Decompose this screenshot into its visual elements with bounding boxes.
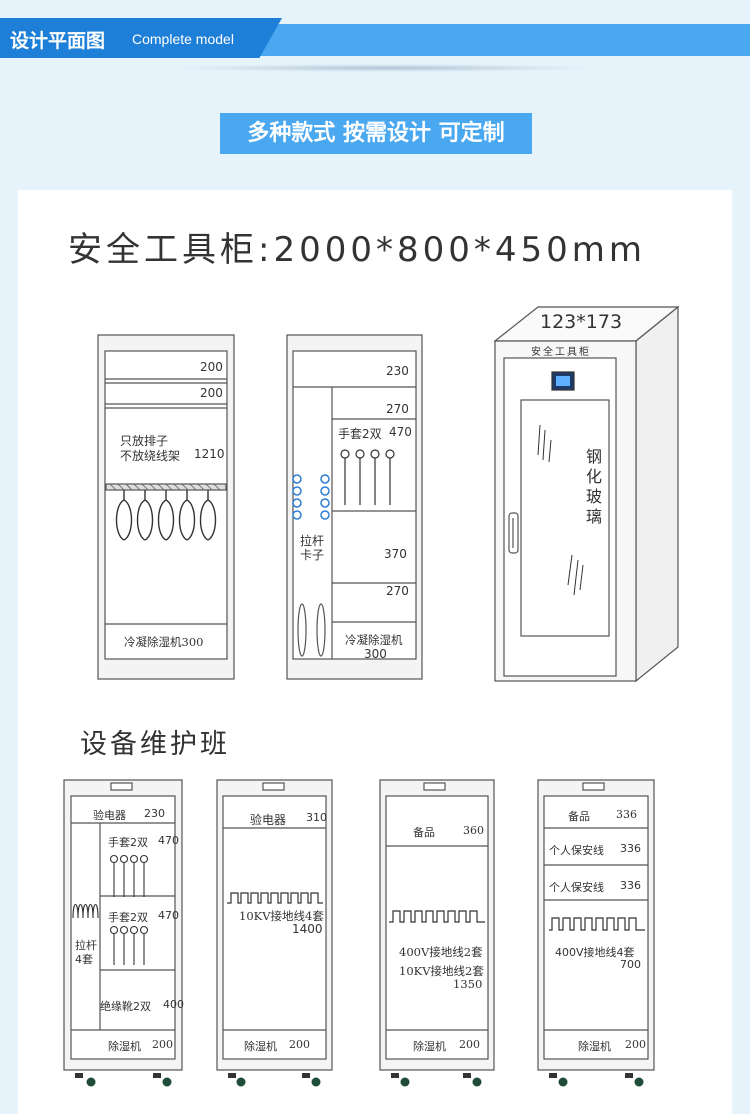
- m4-v4: 700: [620, 958, 641, 971]
- header-title-cn: 设计平面图: [10, 30, 106, 52]
- cab2-s5: 370: [384, 547, 407, 561]
- cab2-rod1: 拉杆: [300, 534, 325, 548]
- m2-s1: 验电器: [250, 813, 287, 827]
- m1-s4: 绝缘靴2双: [100, 1000, 151, 1013]
- m4-v2: 336: [620, 842, 641, 855]
- maint-cabinet-2: [216, 779, 333, 1071]
- cabinet-2: [286, 334, 423, 680]
- m2-s2: 10KV接地线4套: [239, 909, 324, 923]
- m1-bv: 200: [152, 1038, 173, 1051]
- cab3-size: 123*173: [540, 311, 623, 333]
- m1-rod2: 4套: [75, 953, 93, 966]
- m2-v2: 1400: [292, 922, 323, 936]
- section-header: 设计平面图 Complete model: [0, 18, 750, 62]
- m3-s3: 10KV接地线2套: [399, 964, 484, 978]
- cab2-s4: 470: [389, 425, 412, 439]
- m4-s4: 400V接地线4套: [555, 946, 635, 959]
- m4-v1: 336: [616, 808, 637, 821]
- m1-bottom: 除湿机: [108, 1040, 141, 1053]
- header-title-en: Complete model: [132, 31, 234, 47]
- cab1-s2: 200: [200, 386, 223, 400]
- m4-s2: 个人保安线: [549, 844, 604, 857]
- m3-v1: 360: [463, 824, 484, 837]
- m1-v4: 400: [163, 998, 184, 1011]
- m2-v1: 310: [306, 811, 327, 824]
- m1-v1: 230: [144, 807, 165, 820]
- m3-v3: 1350: [453, 977, 483, 991]
- banner: 多种款式 按需设计 可定制: [220, 113, 532, 154]
- cab1-t2: 不放绕线架: [120, 449, 181, 463]
- m4-v3: 336: [620, 879, 641, 892]
- cab2-s2: 270: [386, 402, 409, 416]
- maint-cabinet-1: [63, 779, 183, 1071]
- cab3-label: 安全工具柜: [531, 347, 591, 358]
- casters: [75, 1073, 644, 1087]
- m3-bv: 200: [459, 1038, 480, 1051]
- m2-bv: 200: [289, 1038, 310, 1051]
- cab2-s1: 230: [386, 364, 409, 378]
- cab1-t1: 只放排子: [120, 434, 169, 448]
- m3-s2: 400V接地线2套: [399, 945, 483, 959]
- section1-title: 安全工具柜:2000*800*450mm: [68, 230, 647, 270]
- header-tab: [0, 18, 282, 58]
- header-shadow: [170, 64, 600, 72]
- m4-bv: 200: [625, 1038, 646, 1051]
- m2-bottom: 除湿机: [244, 1040, 277, 1053]
- cab2-s6: 270: [386, 584, 409, 598]
- cab2-rod2: 卡子: [300, 548, 325, 562]
- m4-bottom: 除湿机: [578, 1040, 611, 1053]
- cab2-s3: 手套2双: [338, 427, 382, 441]
- m1-s3: 手套2双: [108, 911, 148, 924]
- m1-s2: 手套2双: [108, 836, 148, 849]
- m4-s1: 备品: [568, 810, 590, 823]
- m1-v3: 470: [158, 909, 179, 922]
- cab1-s1: 200: [200, 360, 223, 374]
- m3-bottom: 除湿机: [413, 1040, 446, 1053]
- m4-s3: 个人保安线: [549, 881, 604, 894]
- m3-s1: 备品: [413, 826, 435, 839]
- m1-v2: 470: [158, 834, 179, 847]
- cab1-bottom: 冷凝除湿机300: [124, 635, 204, 649]
- m1-rod1: 拉杆: [75, 939, 97, 952]
- cab3-glass: 钢化玻璃: [583, 448, 602, 528]
- cab2-bottom2: 300: [364, 647, 387, 661]
- maint-cabinet-3: [379, 779, 495, 1071]
- maint-cabinet-4: [537, 779, 655, 1071]
- cabinet-1: [97, 334, 235, 680]
- m1-s1: 验电器: [93, 809, 126, 822]
- section2-title: 设备维护班: [80, 729, 230, 760]
- cab1-t3: 1210: [194, 447, 225, 461]
- cab2-bottom1: 冷凝除湿机: [345, 633, 403, 647]
- cabinet-3: [493, 305, 680, 683]
